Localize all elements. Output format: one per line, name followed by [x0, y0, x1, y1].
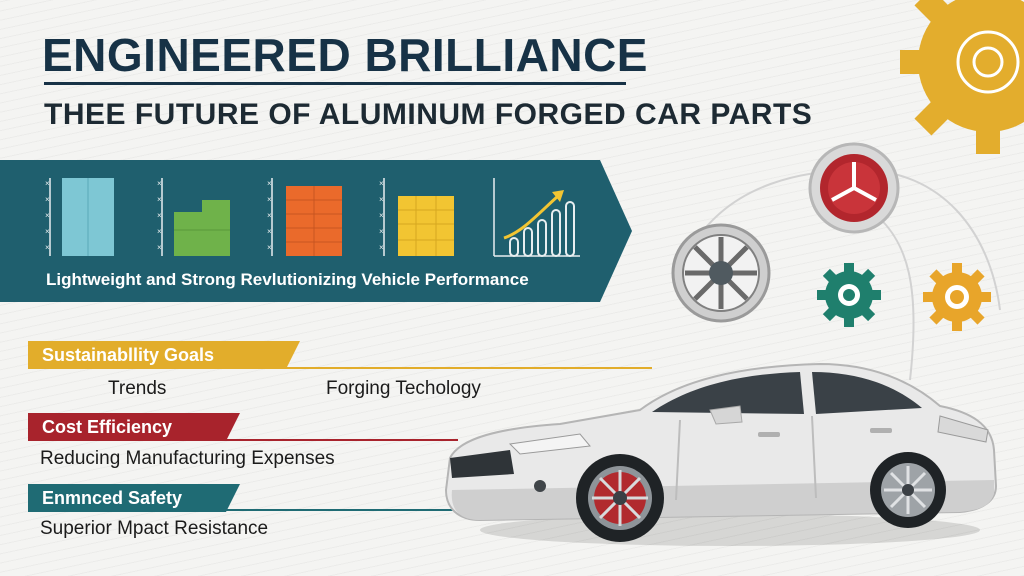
svg-text:×: ×: [379, 243, 384, 252]
tag-enhanced-safety: Enmnced Safety: [28, 484, 240, 512]
svg-text:×: ×: [157, 179, 162, 188]
svg-text:×: ×: [157, 227, 162, 236]
divider-teal: [28, 509, 498, 511]
svg-text:×: ×: [267, 243, 272, 252]
bar-chart-yellow: × × × × ×: [379, 178, 454, 256]
item-forging-technology: Forging Techology: [326, 378, 481, 399]
divider-gold: [28, 367, 652, 369]
svg-text:×: ×: [45, 211, 50, 220]
title-underline: [44, 82, 626, 85]
tag-sustainability-goals: Sustainabllity Goals: [28, 341, 300, 369]
svg-text:×: ×: [45, 227, 50, 236]
item-impact-resistance: Superior Mpact Resistance: [40, 518, 269, 539]
teal-gear-icon: [817, 263, 881, 327]
svg-text:×: ×: [379, 179, 384, 188]
page-subtitle: THEE FUTURE OF ALUMINUM FORGED CAR PARTS: [44, 98, 813, 131]
svg-text:×: ×: [267, 195, 272, 204]
wheel-rim-icon: [671, 223, 771, 323]
svg-text:×: ×: [267, 211, 272, 220]
svg-text:×: ×: [267, 227, 272, 236]
brake-rotor-icon: [808, 142, 900, 234]
svg-text:×: ×: [379, 211, 384, 220]
svg-text:×: ×: [267, 179, 272, 188]
svg-text:×: ×: [45, 243, 50, 252]
divider-red: [28, 439, 458, 441]
page-title: ENGINEERED BRILLIANCE: [42, 29, 648, 81]
item-trends: Trends: [108, 378, 167, 399]
bar-chart-green: × × × × ×: [157, 178, 230, 256]
line-chart-growth: [493, 178, 580, 257]
bar-chart-orange: × × × × ×: [267, 178, 342, 256]
orange-gear-icon: [923, 263, 991, 331]
svg-text:×: ×: [379, 195, 384, 204]
svg-text:×: ×: [157, 195, 162, 204]
banner-caption: Lightweight and Strong Revlutionizing Ve…: [46, 270, 529, 289]
tag-cost-efficiency: Cost Efficiency: [28, 413, 240, 441]
large-gear-icon: [900, 0, 1024, 154]
svg-text:×: ×: [45, 179, 50, 188]
svg-text:×: ×: [157, 243, 162, 252]
bar-chart-blue: × × × × ×: [45, 178, 114, 256]
sedan-car-illustration: [444, 362, 998, 546]
svg-text:×: ×: [45, 195, 50, 204]
svg-text:×: ×: [379, 227, 384, 236]
item-reducing-expenses: Reducing Manufacturing Expenses: [40, 448, 335, 469]
svg-text:×: ×: [157, 211, 162, 220]
